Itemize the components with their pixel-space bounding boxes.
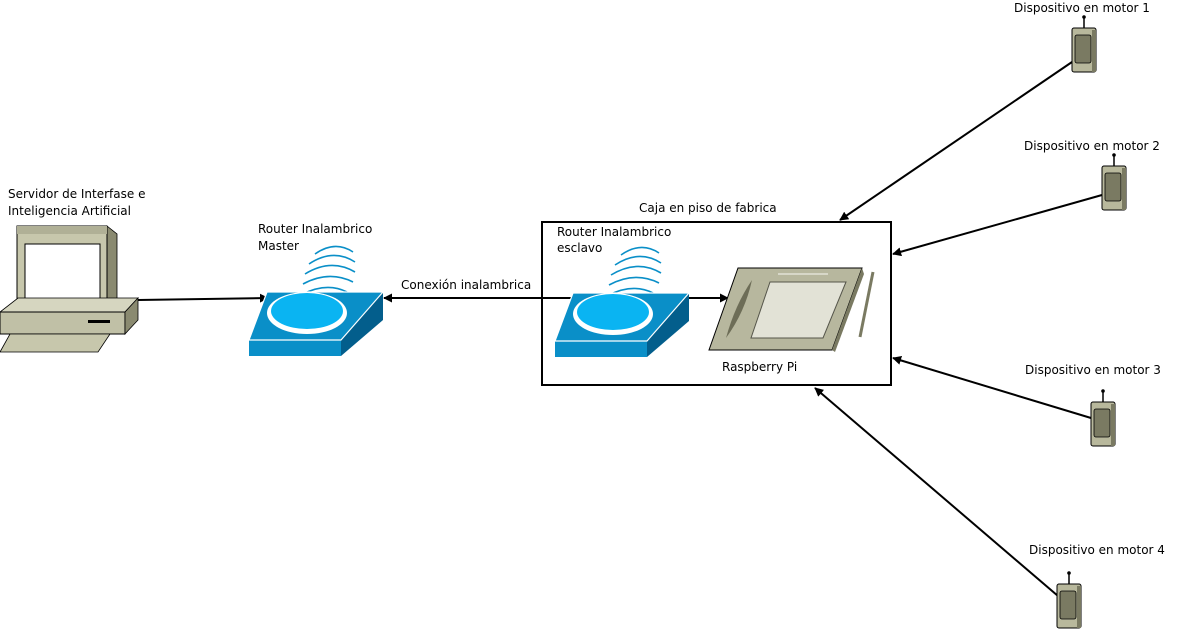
server-label-line2: Inteligencia Artificial <box>8 204 131 218</box>
router-slave-label-line1: Router Inalambrico <box>557 225 671 239</box>
raspberry-label: Raspberry Pi <box>722 360 797 374</box>
server-label-line1: Servidor de Interfase e <box>8 187 145 201</box>
link-device3-to-box <box>892 356 1092 419</box>
router-master-label-line1: Router Inalambrico <box>258 222 372 236</box>
factory-box-label: Caja en piso de fabrica <box>639 201 777 215</box>
router-slave-label-line2: esclavo <box>557 241 602 255</box>
wireless-device-icon <box>1071 14 1097 73</box>
wireless-device-icon <box>1101 152 1127 211</box>
wireless-router-icon <box>248 245 384 357</box>
router-master-label-line2: Master <box>258 239 299 253</box>
link-device1-to-box <box>839 61 1073 221</box>
factory-box <box>541 221 892 386</box>
computer-icon <box>0 225 139 353</box>
wireless-router-icon <box>554 246 690 358</box>
link-server-to-master <box>137 293 269 303</box>
wireless-device-icon <box>1090 388 1116 447</box>
link-device4-to-box <box>814 387 1059 597</box>
tablet-icon <box>708 267 875 352</box>
device-4-label: Dispositivo en motor 4 <box>1029 543 1165 557</box>
device-1-label: Dispositivo en motor 1 <box>1014 1 1150 15</box>
wireless-device-icon <box>1056 570 1082 629</box>
wireless-link-label: Conexión inalambrica <box>401 278 531 292</box>
link-device2-to-box <box>892 194 1103 257</box>
device-3-label: Dispositivo en motor 3 <box>1025 363 1161 377</box>
device-2-label: Dispositivo en motor 2 <box>1024 139 1160 153</box>
